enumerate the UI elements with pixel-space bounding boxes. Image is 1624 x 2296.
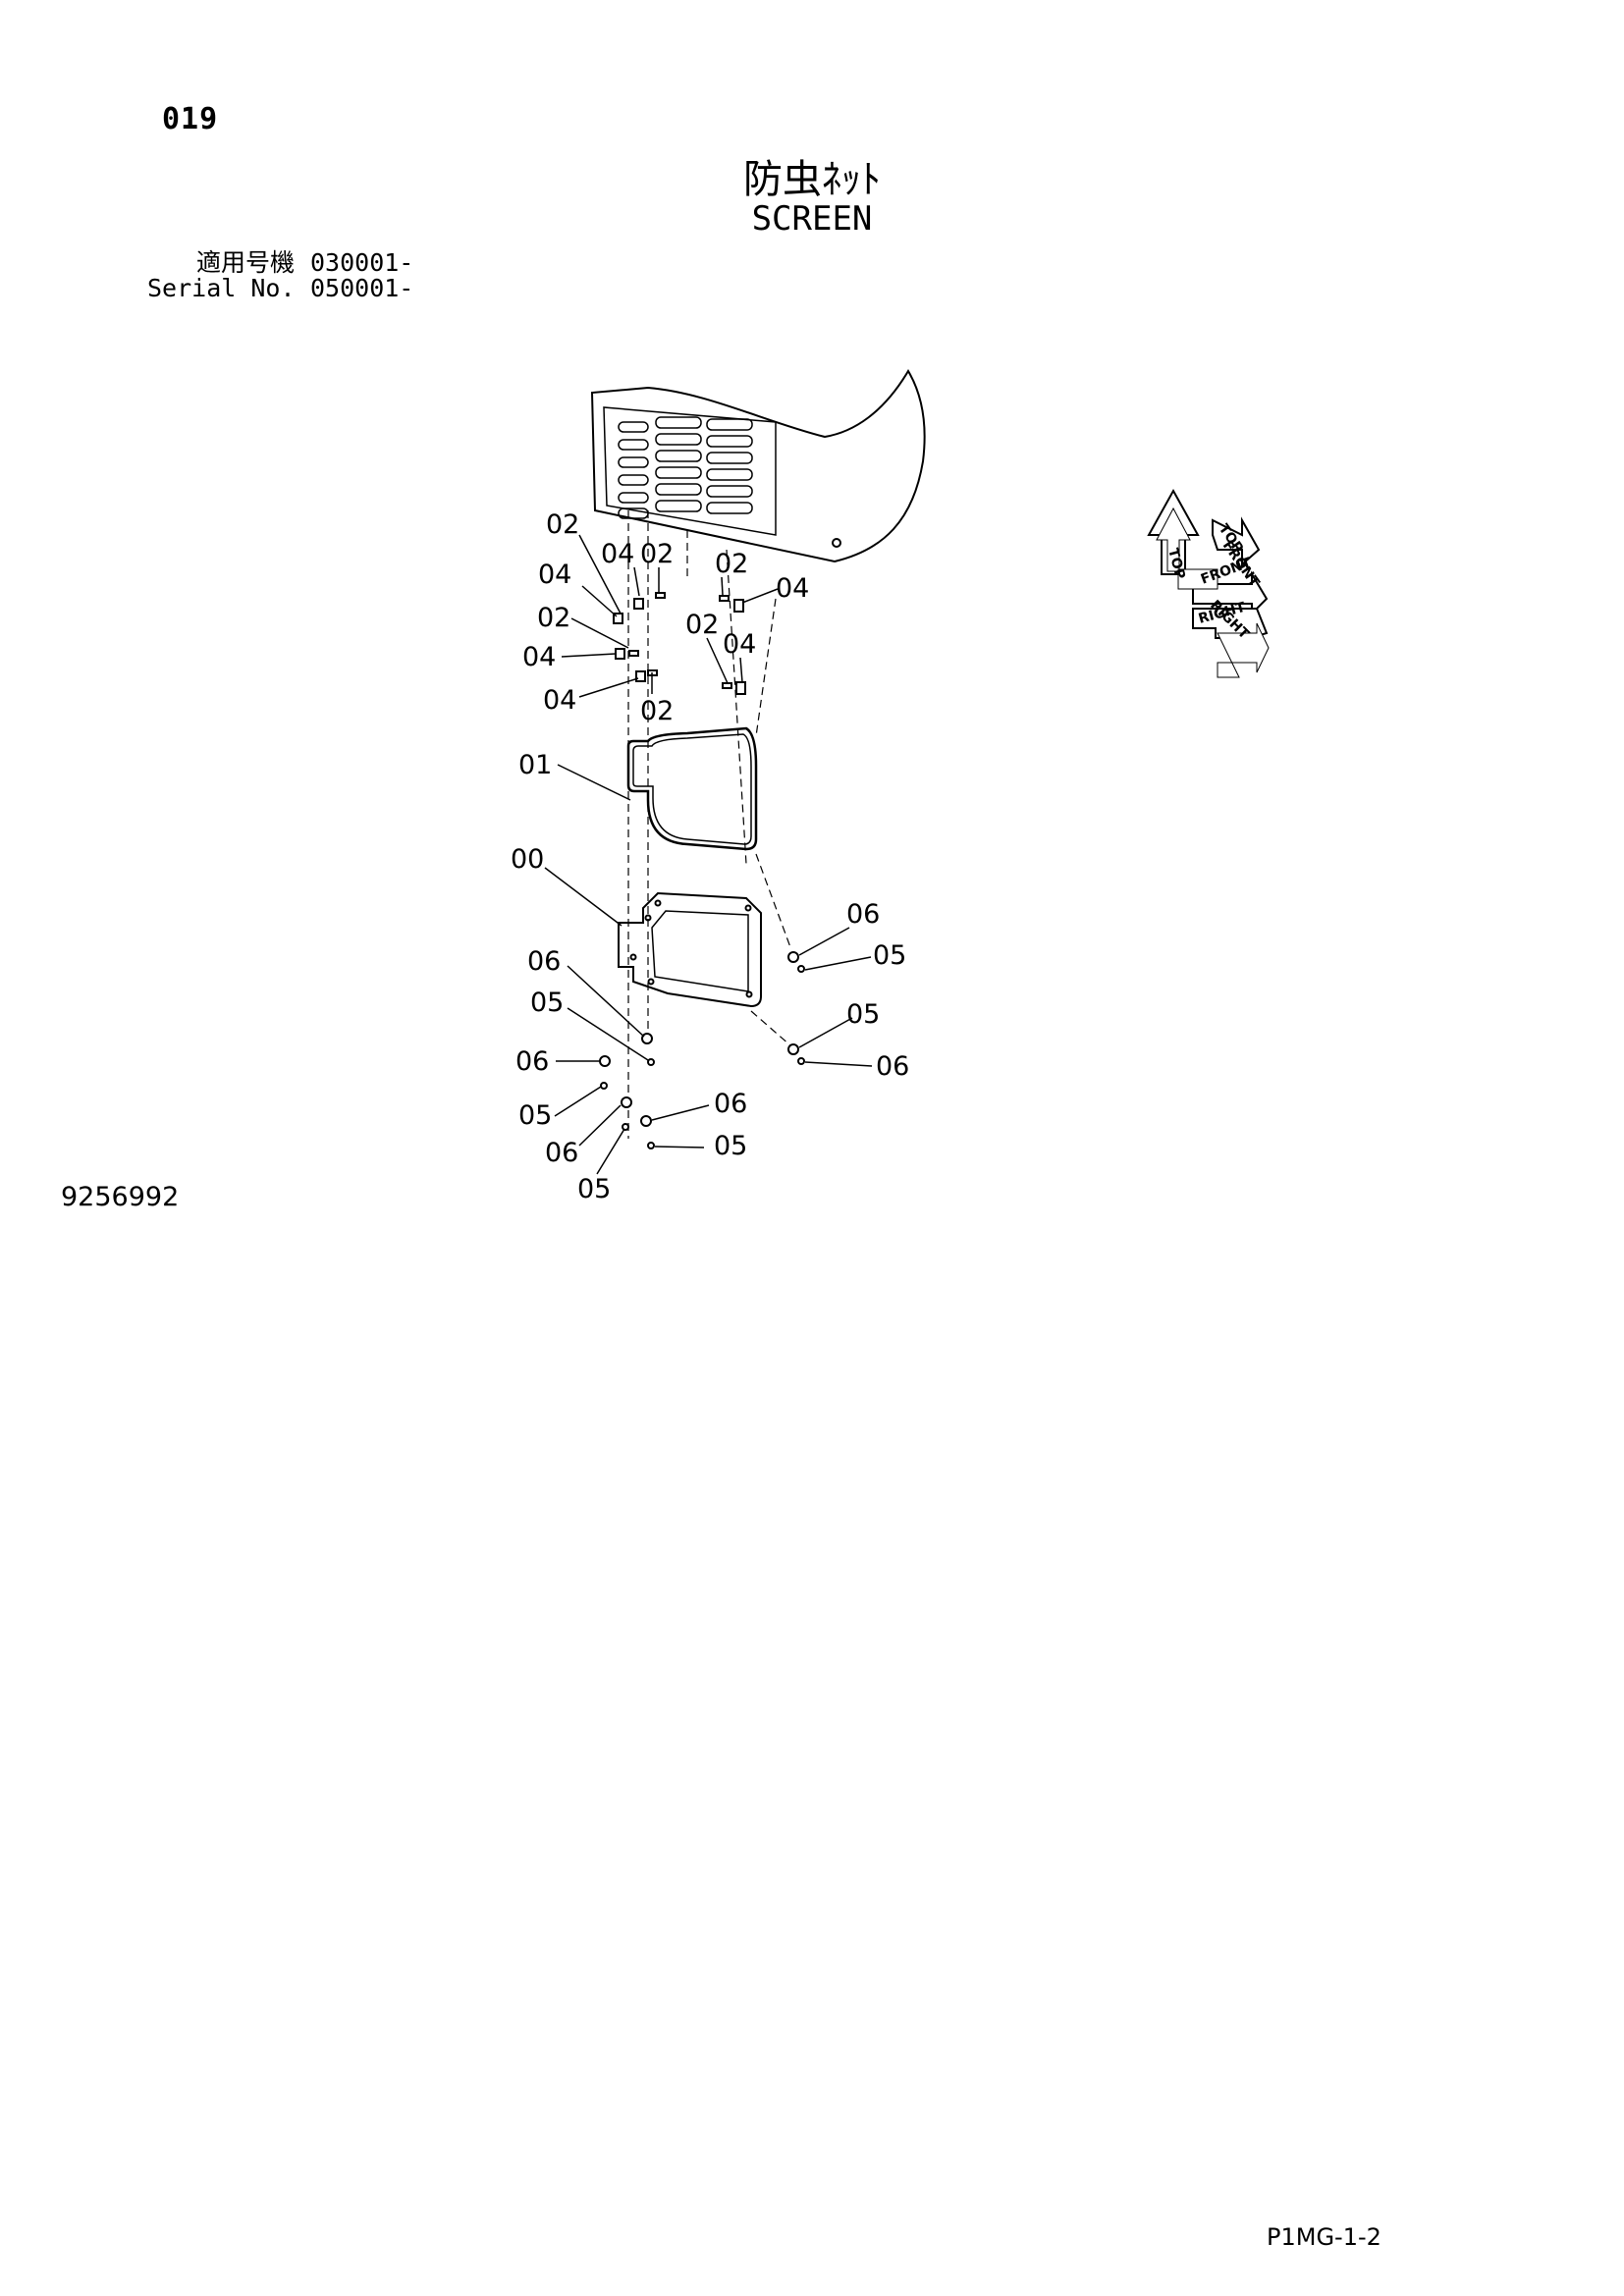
- seal-part-01: [626, 726, 758, 851]
- callout-label: 04: [538, 560, 571, 590]
- page-reference: P1MG-1-2: [1267, 2223, 1381, 2251]
- serial-label: Serial No.: [147, 274, 296, 302]
- callout-label: 01: [518, 750, 552, 780]
- cover-louvers: [618, 416, 753, 519]
- callout-label: 05: [530, 988, 564, 1018]
- serial-value: 030001-: [310, 248, 414, 277]
- callout-label: 04: [723, 629, 756, 660]
- serial-line-ja: 適用号機 030001-: [147, 250, 413, 276]
- callout-label: 06: [846, 899, 880, 930]
- callout-label: 06: [527, 946, 561, 977]
- leader-lines: [544, 534, 873, 1175]
- callout-label: 05: [577, 1174, 611, 1204]
- orientation-arrows: TOP TOP FRONT FRONT RIGHT RIGHT: [1147, 488, 1270, 678]
- callout-label: 05: [873, 940, 906, 971]
- callout-label: 06: [515, 1046, 549, 1077]
- title-japanese: 防虫ﾈｯﾄ: [743, 157, 881, 202]
- serial-value: 050001-: [310, 274, 414, 302]
- callout-label: 04: [522, 642, 556, 672]
- assembly-lines: [627, 510, 791, 1139]
- drawing-code: 9256992: [61, 1182, 180, 1212]
- callout-label: 00: [511, 844, 544, 875]
- callout-label: 06: [545, 1138, 578, 1168]
- orientation-label-top: TOP: [1164, 547, 1188, 581]
- callout-label: 04: [601, 539, 634, 569]
- callout-label: 02: [685, 610, 719, 640]
- callout-label: 04: [543, 685, 576, 716]
- serial-block: 適用号機 030001- Serial No. 050001-: [147, 250, 413, 301]
- page-number: 019: [162, 102, 219, 136]
- serial-label: 適用号機: [195, 248, 295, 277]
- callout-label: 05: [518, 1100, 552, 1131]
- callout-label: 05: [846, 999, 880, 1030]
- callout-label: 06: [876, 1051, 909, 1082]
- washers-bolts: [599, 951, 805, 1149]
- callout-label: 02: [640, 539, 674, 569]
- callout-labels: 02 04 02 02 04 04 02 02 04 04 04 02 01 0…: [511, 509, 909, 1204]
- frame-part-00: [618, 891, 762, 1008]
- title-english: SCREEN: [751, 199, 873, 239]
- callout-label: 04: [776, 573, 809, 604]
- callout-label: 02: [640, 696, 674, 726]
- serial-line-en: Serial No. 050001-: [147, 276, 413, 301]
- callout-label: 02: [537, 603, 570, 633]
- callout-label: 06: [714, 1089, 747, 1119]
- callout-label: 02: [546, 509, 579, 540]
- cover-panel: [590, 369, 926, 563]
- callout-label: 05: [714, 1131, 747, 1161]
- callout-label: 02: [715, 549, 748, 579]
